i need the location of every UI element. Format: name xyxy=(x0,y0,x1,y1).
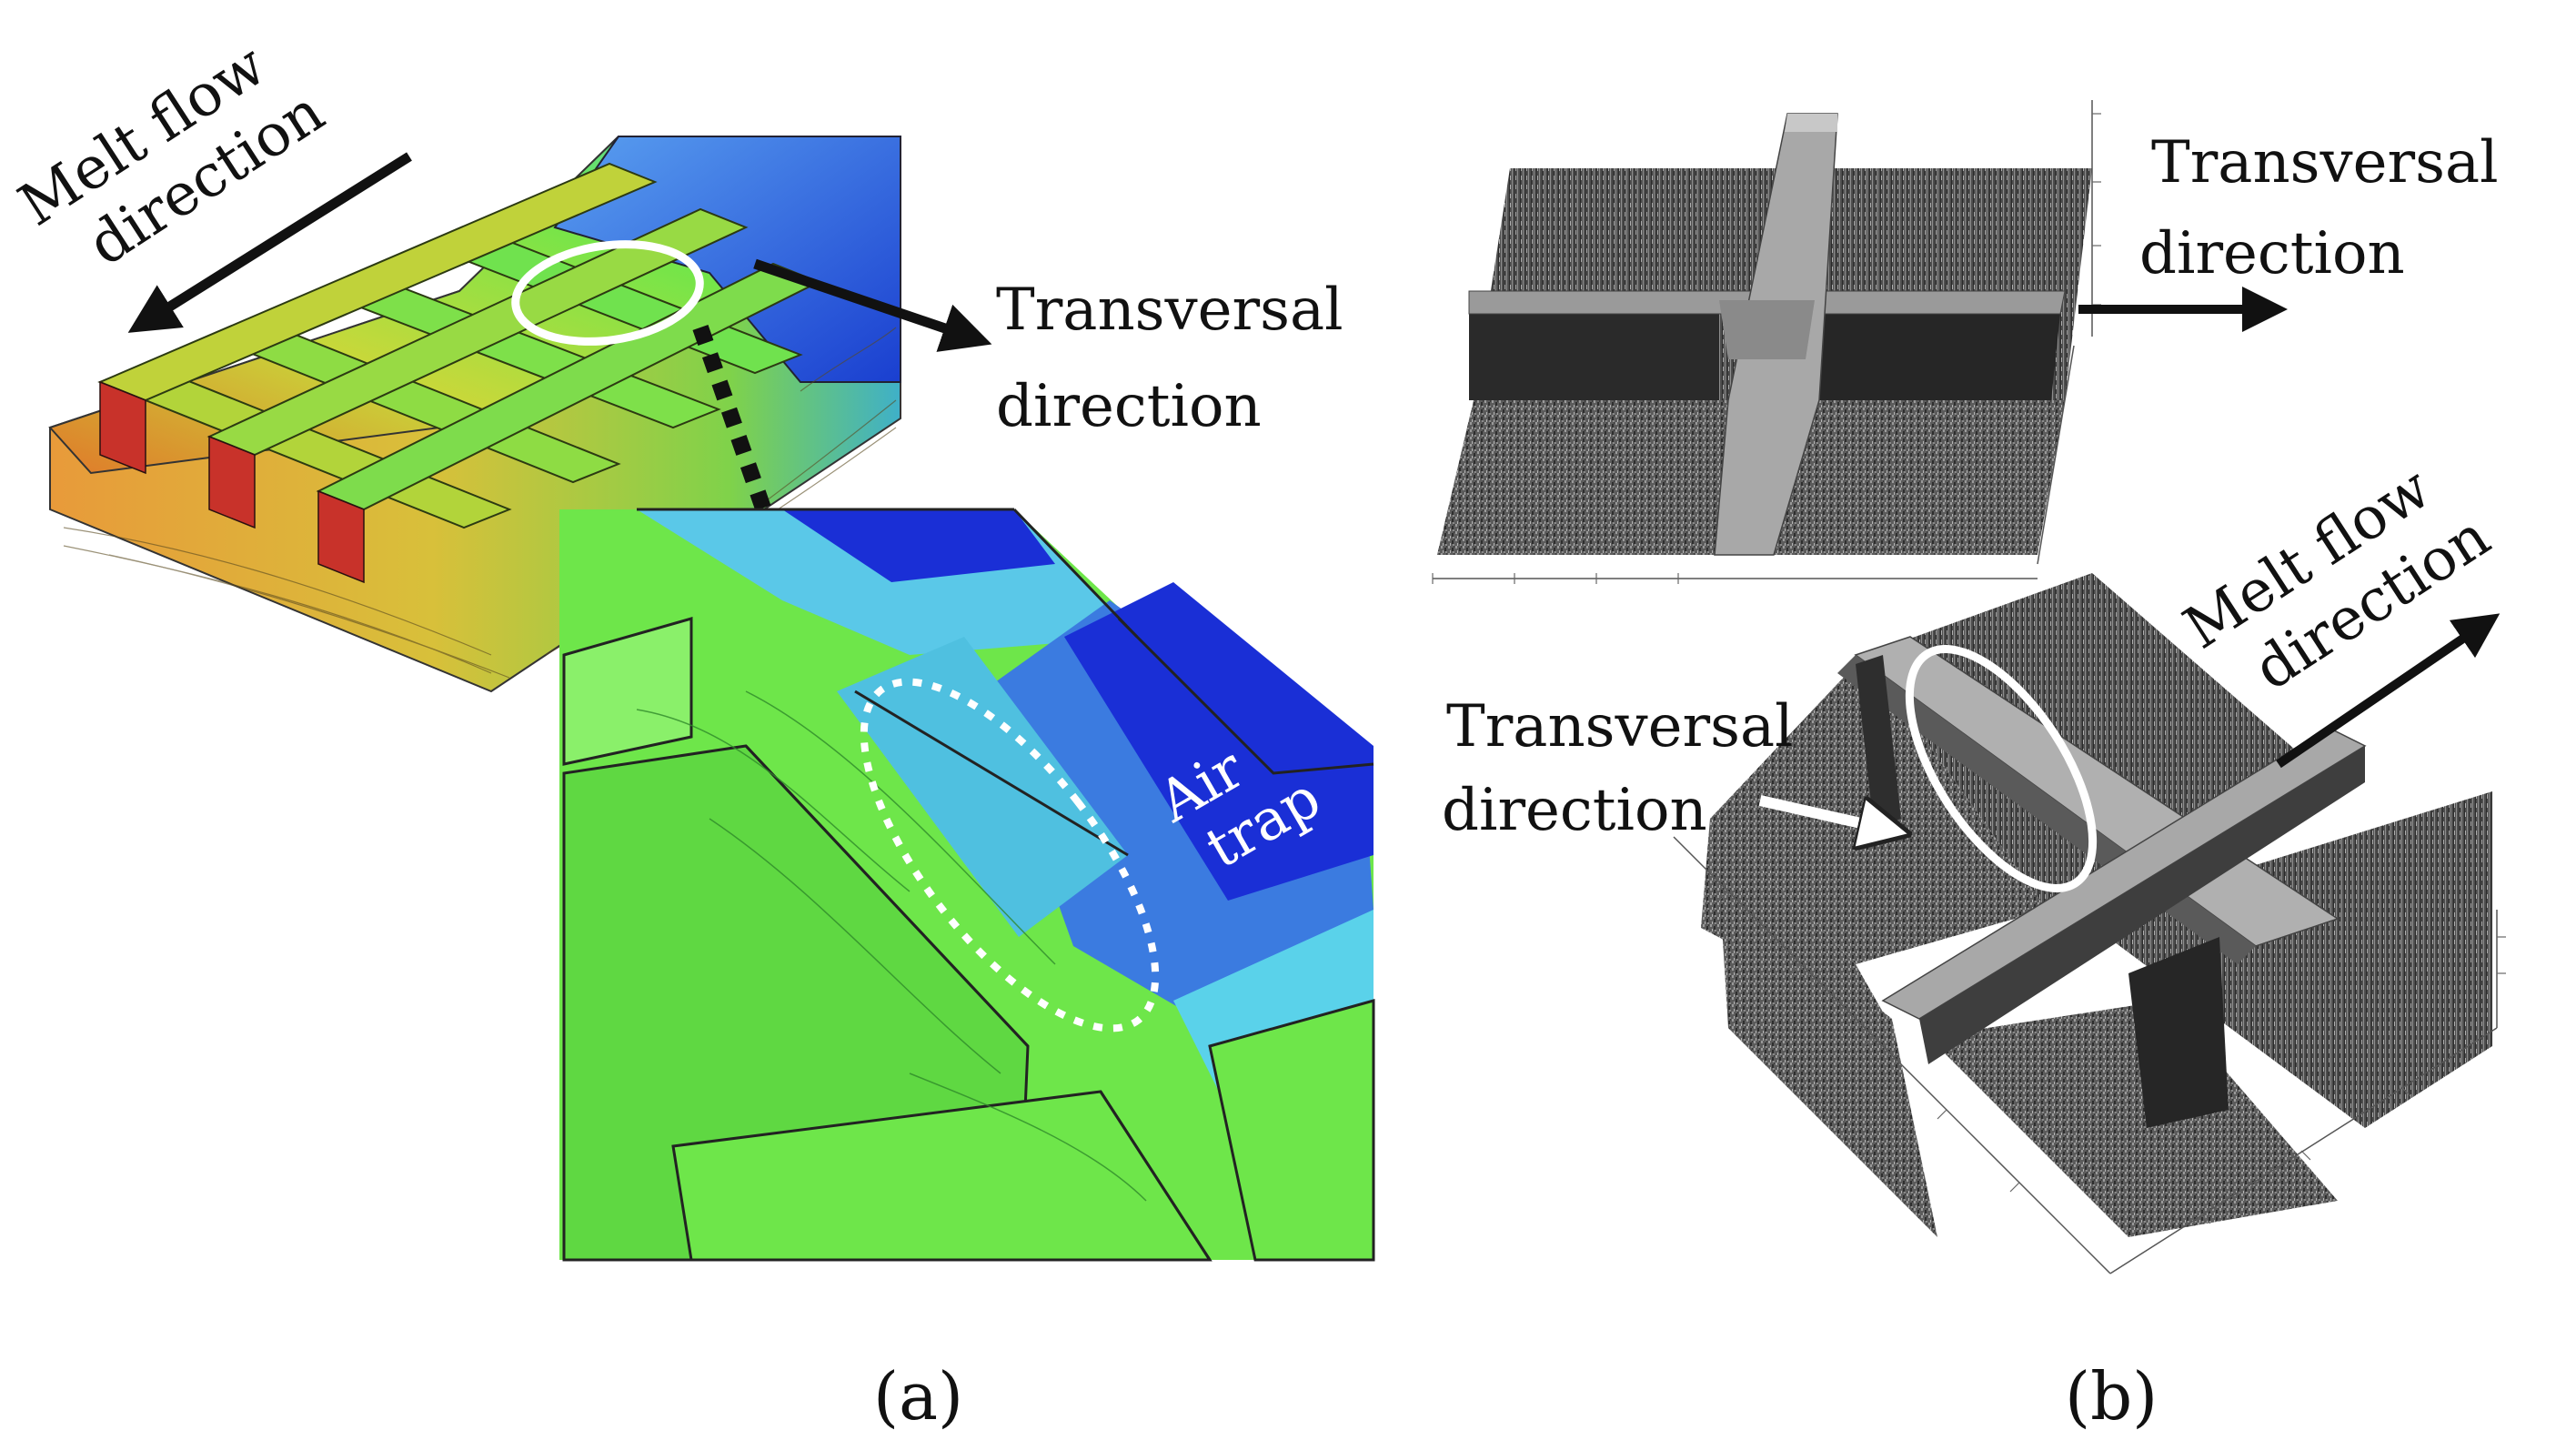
transversal-label-b-bottom: Transversal direction xyxy=(1442,693,1812,844)
transversal-label-b-top: Transversal direction xyxy=(2139,129,2517,287)
transversal-label-a: Transversal direction xyxy=(996,277,1362,440)
surface-scan-top xyxy=(1432,100,2101,584)
caption-b: (b) xyxy=(2065,1358,2158,1435)
bottom-scan-ticks xyxy=(1718,891,2506,1224)
defect-ellipse xyxy=(1905,645,2098,892)
panel-a: Air trap Melt flow direction Transversal… xyxy=(7,19,1375,1435)
melt-flow-arrow-a xyxy=(127,152,412,333)
panel-b: Transversal direction xyxy=(1432,100,2517,1435)
transversal-arrow-a xyxy=(753,258,992,352)
zoom-inset: Air trap xyxy=(559,508,1375,1262)
air-trap-ellipse xyxy=(860,678,1160,1032)
highlight-ellipse xyxy=(511,240,704,346)
transversal-arrow-b-bottom xyxy=(1758,795,1901,832)
surface-scan-bottom xyxy=(1673,573,2506,1274)
caption-a: (a) xyxy=(873,1358,963,1435)
melt-flow-label-a: Melt flow direction xyxy=(7,19,336,299)
melt-flow-arrow-b xyxy=(2276,613,2501,769)
melt-flow-label-b: Melt flow direction xyxy=(2172,442,2501,724)
